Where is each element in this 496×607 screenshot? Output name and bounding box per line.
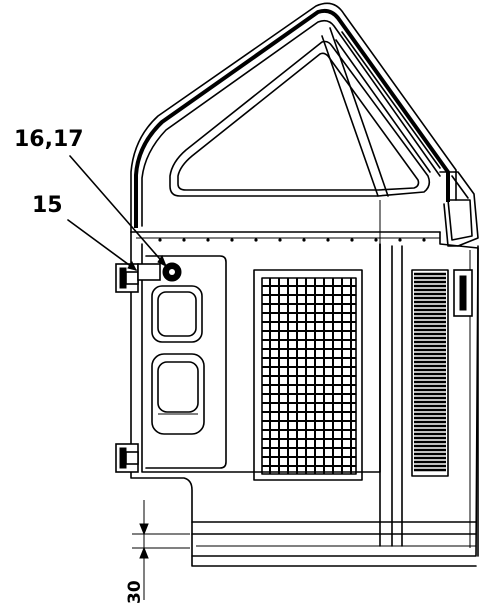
callout-leaders bbox=[67, 155, 167, 271]
bolt bbox=[206, 238, 210, 242]
bolt bbox=[326, 238, 330, 242]
dimension-30: 30 bbox=[125, 500, 190, 604]
lower-hinge bbox=[115, 443, 139, 473]
bolt bbox=[182, 238, 186, 242]
door-window-lower bbox=[151, 353, 205, 435]
lock-assembly bbox=[137, 262, 182, 282]
bolt bbox=[374, 238, 378, 242]
rear-latch bbox=[453, 269, 473, 317]
bolt bbox=[350, 238, 354, 242]
bolt bbox=[278, 238, 282, 242]
callout-label-15: 15 bbox=[32, 193, 63, 218]
dimension-value: 30 bbox=[125, 580, 145, 604]
side-grille bbox=[253, 269, 363, 481]
rear-vent-grille bbox=[411, 269, 449, 477]
door-panel bbox=[145, 255, 227, 469]
callout-label-16-17: 16,17 bbox=[14, 127, 84, 152]
bolt bbox=[158, 238, 162, 242]
bolt bbox=[302, 238, 306, 242]
cab-body bbox=[130, 231, 479, 567]
leader-16-17 bbox=[69, 155, 167, 267]
bolt bbox=[398, 238, 402, 242]
bolt bbox=[254, 238, 258, 242]
beltline-bolts bbox=[158, 238, 426, 242]
roof-frame bbox=[130, 2, 479, 248]
leader-15 bbox=[67, 219, 137, 271]
bolt bbox=[230, 238, 234, 242]
door-window-upper bbox=[151, 285, 203, 343]
bolt bbox=[422, 238, 426, 242]
